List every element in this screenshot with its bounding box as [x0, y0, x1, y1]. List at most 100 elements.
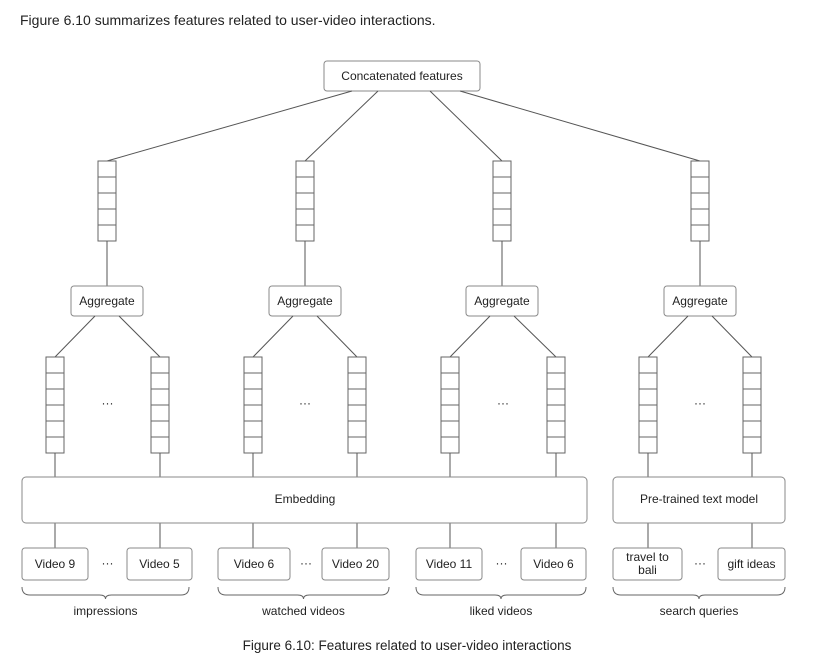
concatenated-features-label: Concatenated features	[341, 69, 462, 83]
connector-right-2	[513, 315, 557, 358]
vector-cell	[295, 160, 315, 178]
vector-cell	[690, 160, 710, 178]
item-vector-right-1	[150, 356, 170, 454]
figure-caption: Figure 6.10: Features related to user-vi…	[242, 638, 572, 653]
embedding-box	[21, 476, 588, 524]
leaf-box-right-3	[520, 547, 587, 581]
item-vector-right-3	[546, 356, 566, 454]
group-brace-3	[415, 586, 587, 600]
connector-right-1	[316, 315, 358, 358]
leaf-label-left-2: Video 6	[234, 557, 275, 571]
connector-left-3	[647, 315, 689, 358]
vector-cell	[347, 420, 367, 438]
aggregate-box-1	[70, 285, 144, 317]
connector-top-3	[459, 90, 701, 162]
aggregate-label-4: Aggregate	[672, 294, 728, 308]
group-label-4: search queries	[660, 604, 739, 618]
vector-cell	[440, 436, 460, 454]
vector-cell	[690, 192, 710, 210]
item-vector-right-4	[742, 356, 762, 454]
vector-cell	[638, 372, 658, 390]
vector-cell	[546, 436, 566, 454]
ellipsis-leaves-1: ···	[102, 556, 114, 570]
vector-cell	[546, 404, 566, 422]
vector-cell	[492, 208, 512, 226]
intro-text: Figure 6.10 summarizes features related …	[20, 12, 436, 28]
leaf-box-left-3	[415, 547, 483, 581]
vector-cell	[347, 404, 367, 422]
aggregate-box-2	[268, 285, 342, 317]
leaf-label-left-1: Video 9	[35, 557, 76, 571]
leaf-box-right-1	[126, 547, 193, 581]
ellipsis-vectors-4: ···	[694, 396, 706, 410]
leaf-box-left-1	[21, 547, 89, 581]
vector-cell	[295, 224, 315, 242]
leaf-label-right-2: Video 20	[332, 557, 379, 571]
group-brace-1	[21, 586, 190, 600]
feature-diagram: Concatenated featuresAggregate···Aggrega…	[21, 60, 786, 618]
connector-left-1	[252, 315, 294, 358]
aggregated-vector-3	[492, 160, 512, 242]
vector-cell	[546, 420, 566, 438]
vector-cell	[295, 192, 315, 210]
leaf-label-right-4: gift ideas	[727, 557, 775, 571]
group-label-3: liked videos	[470, 604, 533, 618]
vector-cell	[243, 436, 263, 454]
vector-cell	[243, 404, 263, 422]
vector-cell	[638, 404, 658, 422]
connector-left-2	[449, 315, 491, 358]
vector-cell	[150, 420, 170, 438]
text-model-label: Pre-trained text model	[640, 492, 758, 506]
group-brace-2	[217, 586, 390, 600]
vector-cell	[45, 404, 65, 422]
connector-top-0	[106, 90, 353, 162]
vector-cell	[97, 176, 117, 194]
connector-left-0	[54, 315, 96, 358]
vector-cell	[440, 372, 460, 390]
vector-cell	[440, 388, 460, 406]
vector-cell	[638, 356, 658, 374]
vector-cell	[742, 388, 762, 406]
vector-cell	[45, 356, 65, 374]
ellipsis-leaves-2: ···	[300, 556, 312, 570]
vector-cell	[97, 192, 117, 210]
item-vector-left-1	[45, 356, 65, 454]
concatenated-features-box	[323, 60, 481, 92]
vector-cell	[742, 404, 762, 422]
vector-cell	[243, 356, 263, 374]
ellipsis-leaves-3: ···	[496, 556, 508, 570]
vector-cell	[492, 160, 512, 178]
group-label-1: impressions	[73, 604, 137, 618]
vector-cell	[150, 356, 170, 374]
leaf-box-right-4	[717, 547, 786, 581]
vector-cell	[440, 404, 460, 422]
vector-cell	[742, 420, 762, 438]
leaf-box-right-2	[321, 547, 390, 581]
vector-cell	[492, 176, 512, 194]
leaf-label-right-3: Video 6	[533, 557, 574, 571]
vector-cell	[690, 176, 710, 194]
leaf-label-left-3: Video 11	[426, 557, 473, 571]
vector-cell	[97, 224, 117, 242]
vector-cell	[546, 388, 566, 406]
vector-cell	[295, 176, 315, 194]
vector-cell	[45, 420, 65, 438]
text-model-box	[612, 476, 786, 524]
embedding-label: Embedding	[275, 492, 336, 506]
vector-cell	[492, 192, 512, 210]
vector-cell	[150, 388, 170, 406]
vector-cell	[150, 372, 170, 390]
aggregate-box-3	[465, 285, 539, 317]
vector-cell	[243, 388, 263, 406]
vector-cell	[150, 436, 170, 454]
connector-right-0	[118, 315, 161, 358]
ellipsis-vectors-3: ···	[497, 396, 509, 410]
connector-right-3	[711, 315, 753, 358]
item-vector-left-3	[440, 356, 460, 454]
vector-cell	[347, 356, 367, 374]
vector-cell	[440, 356, 460, 374]
vector-cell	[97, 208, 117, 226]
vector-cell	[742, 356, 762, 374]
vector-cell	[690, 224, 710, 242]
